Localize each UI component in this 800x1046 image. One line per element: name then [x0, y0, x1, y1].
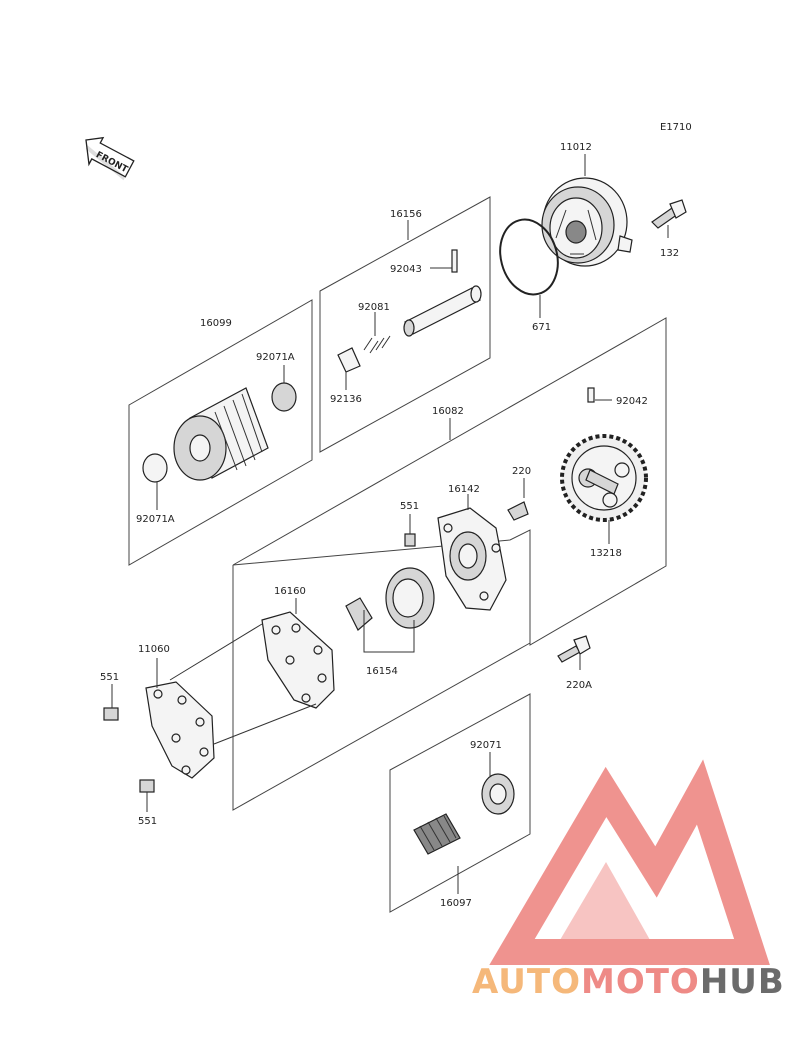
- label-11012: 11012: [560, 142, 592, 153]
- label-92081: 92081: [358, 302, 390, 313]
- automotohub-logo-icon: [489, 759, 770, 965]
- bolt-132-part: [651, 199, 687, 229]
- watermark-auto: AUTO: [472, 962, 581, 1002]
- label-16154: 16154: [366, 666, 398, 677]
- part-labels: 11012 132 671 16156 92043 92081 92136 16…: [100, 142, 679, 909]
- label-92043: 92043: [390, 264, 422, 275]
- group-box-16082-lower: [232, 565, 531, 811]
- group-box-16099: [128, 299, 313, 566]
- label-16097: 16097: [440, 898, 472, 909]
- label-16156: 16156: [390, 209, 422, 220]
- pump-rotor-part: [345, 567, 435, 631]
- pump-body-part: [404, 501, 529, 611]
- label-13218: 13218: [590, 548, 622, 559]
- label-16099: 16099: [200, 318, 232, 329]
- label-551-mid: 551: [400, 501, 419, 512]
- group-box-16156: [319, 196, 491, 453]
- watermark-text: AUTOMOTOHUB: [472, 962, 785, 1002]
- label-92071a-top: 92071A: [256, 352, 295, 363]
- label-92071a-bottom: 92071A: [136, 514, 175, 525]
- label-11060: 11060: [138, 644, 170, 655]
- oil-cooler-cover-part: [541, 177, 633, 267]
- relief-valve-part: [337, 249, 482, 373]
- label-16082: 16082: [432, 406, 464, 417]
- leader-lines: [111, 154, 669, 894]
- front-arrow-icon: FRONT: [85, 136, 135, 181]
- label-92071: 92071: [470, 740, 502, 751]
- pump-gear-part: [560, 387, 648, 522]
- group-box-16082-upper: [232, 317, 667, 646]
- label-16160: 16160: [274, 586, 306, 597]
- label-220: 220: [512, 466, 531, 477]
- o-ring-part: [499, 218, 559, 296]
- pump-plate-part: [261, 611, 335, 709]
- bolt-220a-part: [557, 635, 591, 663]
- label-132: 132: [660, 248, 679, 259]
- diagram-code: E1710: [660, 122, 692, 133]
- label-220a: 220A: [566, 680, 592, 691]
- label-92136: 92136: [330, 394, 362, 405]
- watermark-moto: MOTO: [580, 962, 700, 1002]
- watermark-hub: HUB: [699, 962, 785, 1002]
- label-92042: 92042: [616, 396, 648, 407]
- pump-cover-part: [103, 681, 215, 793]
- group-box-16097: [389, 693, 531, 913]
- oil-strainer-part: [413, 773, 515, 855]
- label-16142: 16142: [448, 484, 480, 495]
- oil-filter-part: [142, 382, 297, 483]
- label-551-left: 551: [100, 672, 119, 683]
- label-671: 671: [532, 322, 551, 333]
- label-551-bottom: 551: [138, 816, 157, 827]
